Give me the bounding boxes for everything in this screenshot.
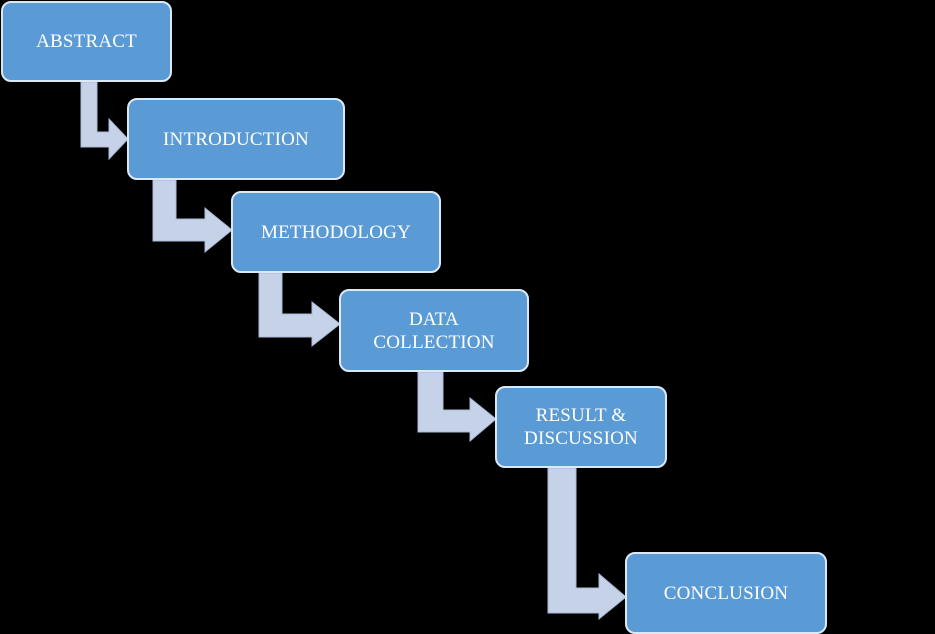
step-methodology: METHODOLOGY — [231, 191, 441, 273]
arrow-abstract-to-introduction — [80, 81, 129, 161]
step-result-discussion: RESULT & DISCUSSION — [495, 386, 667, 468]
arrow-methodology-to-data-collection — [258, 272, 341, 348]
step-conclusion: CONCLUSION — [625, 552, 827, 634]
step-data-collection: DATA COLLECTION — [339, 289, 529, 372]
arrow-data-collection-to-result — [417, 371, 497, 443]
step-abstract: ABSTRACT — [1, 1, 172, 82]
arrow-result-to-conclusion — [547, 467, 627, 621]
step-introduction: INTRODUCTION — [127, 98, 345, 180]
arrow-introduction-to-methodology — [152, 179, 233, 254]
